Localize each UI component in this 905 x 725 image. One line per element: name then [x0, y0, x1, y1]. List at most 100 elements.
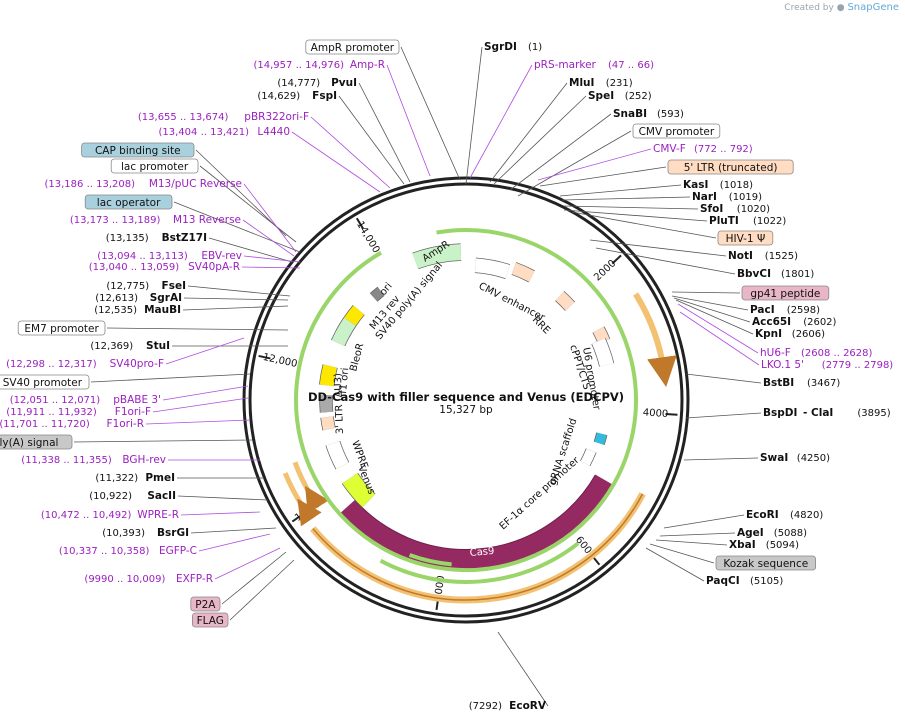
label-acc65i[interactable]: Acc65I(2602) [752, 316, 837, 328]
label-paqci[interactable]: PaqCI(5105) [706, 575, 783, 587]
label-nari[interactable]: NarI(1019) [692, 191, 762, 203]
label-exfp-r[interactable]: EXFP-R(9990 .. 10,009) [84, 573, 213, 585]
label-kozak-sequence[interactable]: Kozak sequence [715, 555, 816, 571]
label-box-text: gp41 peptide [750, 288, 820, 300]
leader-line [243, 183, 297, 253]
label-p2a[interactable]: P2A [190, 596, 221, 612]
label-5-ltr-truncated[interactable]: 5' LTR (truncated) [667, 159, 794, 175]
label-sfoi[interactable]: SfoI(1020) [700, 203, 770, 215]
label-l4440[interactable]: L4440(13,404 .. 13,421) [159, 126, 291, 138]
label-wpre-r[interactable]: WPRE-R(10,472 .. 10,492) [41, 509, 179, 521]
orange-arc-left-1 [282, 472, 322, 527]
label-f1ori-r[interactable]: F1ori-R(11,701 .. 11,720) [0, 418, 144, 430]
label-cmv-promoter[interactable]: CMV promoter [632, 123, 721, 139]
leader-line [663, 514, 745, 529]
leader-line [671, 291, 741, 294]
label-name: M13 Reverse [173, 214, 241, 226]
label-name: pRS-marker [534, 59, 597, 71]
label-pos: (1) [528, 42, 542, 53]
label-paci[interactable]: PacI(2598) [750, 304, 820, 316]
label-gp41-peptide[interactable]: gp41 peptide [741, 285, 830, 301]
label-pbr322ori-f[interactable]: pBR322ori-F(13,655 .. 13,674) [138, 111, 309, 123]
label-ecorv[interactable]: EcoRV(7292) [469, 700, 547, 712]
label-lac-promoter[interactable]: lac promoter [110, 158, 199, 174]
label-swai[interactable]: SwaI(4250) [760, 452, 830, 464]
label-sv40pro-f[interactable]: SV40pro-F(12,298 .. 12,317) [6, 358, 164, 370]
label-name: AgeI [737, 527, 764, 539]
label-agei[interactable]: AgeI(5088) [737, 527, 807, 539]
label-pbabe-3[interactable]: pBABE 3'(12,051 .. 12,071) [10, 394, 161, 406]
outer-labels: AmpR promoter SgrDI (1) Amp-R(14,957 .. 14,… [0, 39, 893, 712]
leader-line [563, 205, 699, 210]
label-sv40pa-r[interactable]: SV40pA-R(13,040 .. 13,059) [89, 261, 240, 273]
label-bgh-rev[interactable]: BGH-rev(11,338 .. 11,355) [21, 454, 166, 466]
label-pos: (12,051 .. 12,071) [10, 395, 101, 406]
label-prs-marker[interactable]: pRS-marker(47 .. 66) [534, 59, 654, 71]
label-f1ori-f[interactable]: F1ori-F(11,911 .. 11,932) [6, 406, 151, 418]
leader-line [229, 559, 295, 621]
label-maubi[interactable]: MauBI(12,535) [94, 304, 181, 316]
label-stui[interactable]: StuI(12,369) [90, 340, 170, 352]
label-kasi[interactable]: KasI(1018) [683, 179, 753, 191]
leader-line [677, 303, 759, 354]
label-pluti[interactable]: PluTI(1022) [709, 215, 786, 227]
label-ecori[interactable]: EcoRI(4820) [746, 509, 823, 521]
label-hu6-f[interactable]: hU6-F(2608 .. 2628) [760, 347, 873, 359]
label-cap-binding-site[interactable]: CAP binding site [81, 142, 195, 158]
label-xbai[interactable]: XbaI(5094) [729, 539, 799, 551]
label-sgrai[interactable]: SgrAI(12,613) [95, 292, 182, 304]
label-egfp-c[interactable]: EGFP-C(10,337 .. 10,358) [59, 545, 197, 557]
label-bstz17i[interactable]: BstZ17I(13,135) [106, 232, 207, 244]
label-bgh-poly-a-signal[interactable]: bGH poly(A) signal [0, 434, 73, 450]
label-bbvci[interactable]: BbvCI(1801) [737, 268, 814, 280]
label-amp-r[interactable]: Amp-R(14,957 .. 14,976) [254, 59, 386, 71]
label-pvui[interactable]: PvuI(14,777) [277, 77, 357, 89]
label-noti[interactable]: NotI(1525) [728, 250, 798, 262]
label-fsei[interactable]: FseI(12,775) [106, 280, 186, 292]
leader-line [242, 219, 295, 257]
label-flag[interactable]: FLAG [191, 612, 229, 628]
label-pos: (13,404 .. 13,421) [159, 127, 250, 138]
label-bsrgi[interactable]: BsrGI(10,393) [102, 527, 189, 539]
label-sv40-promoter[interactable]: SV40 promoter [0, 374, 90, 390]
label-lko-1-5[interactable]: LKO.1 5'(2779 .. 2798) [761, 359, 893, 371]
label-cmv-f[interactable]: CMV-F(772 .. 792) [653, 143, 753, 155]
leader-line [177, 495, 269, 501]
label-sacii[interactable]: SacII(10,922) [89, 490, 176, 502]
label-ampr-promoter[interactable]: AmpR promoter [305, 39, 400, 55]
label-hiv-1[interactable]: HIV-1 Ψ [717, 230, 774, 246]
label-m13-puc-reverse[interactable]: M13/pUC Reverse(13,186 .. 13,208) [45, 178, 243, 190]
label-spei[interactable]: SpeI(252) [588, 90, 652, 102]
label-lac-operator[interactable]: lac operator [84, 194, 173, 210]
label-pos: (5094) [766, 540, 799, 551]
label-name: PaqCI [706, 575, 740, 587]
label-name: SgrDI [484, 41, 517, 53]
label-bspdi[interactable]: BspDI(3895) - ClaI [763, 407, 891, 419]
label-snabi[interactable]: SnaBI(593) [613, 108, 684, 120]
feature-label-rre: RRE [530, 314, 552, 336]
label-box-text: lac operator [97, 197, 161, 209]
label-kpni[interactable]: KpnI(2606) [755, 328, 825, 340]
label-em7-promoter[interactable]: EM7 promoter [17, 320, 106, 336]
label-bstbi[interactable]: BstBI(3467) [763, 377, 840, 389]
label-pos: (14,957 .. 14,976) [254, 60, 345, 71]
label-name: pBR322ori-F [244, 111, 309, 123]
leader-line [214, 547, 281, 580]
label-box [715, 555, 816, 571]
leader-line [559, 184, 682, 197]
label-name: hU6-F [760, 347, 791, 359]
label-fspi[interactable]: FspI(14,629) [257, 90, 337, 102]
leader-line [182, 305, 289, 311]
label-sgrdi[interactable]: SgrDI (1) [484, 41, 542, 53]
label-pos: (7292) [469, 701, 502, 712]
green-arc-1 [379, 541, 580, 584]
label-pmei[interactable]: PmeI(11,322) [95, 472, 175, 484]
wpre-feature [326, 440, 349, 470]
label-name: EBV-rev [201, 250, 242, 262]
orange-arc-left-2 [292, 461, 329, 514]
label-ebv-rev[interactable]: EBV-rev(13,094 .. 13,113) [97, 250, 242, 262]
label-m13-reverse[interactable]: M13 Reverse(13,173 .. 13,189) [70, 214, 241, 226]
label-mlui[interactable]: MluI(231) [569, 77, 633, 89]
label-box-text: EM7 promoter [24, 323, 99, 335]
